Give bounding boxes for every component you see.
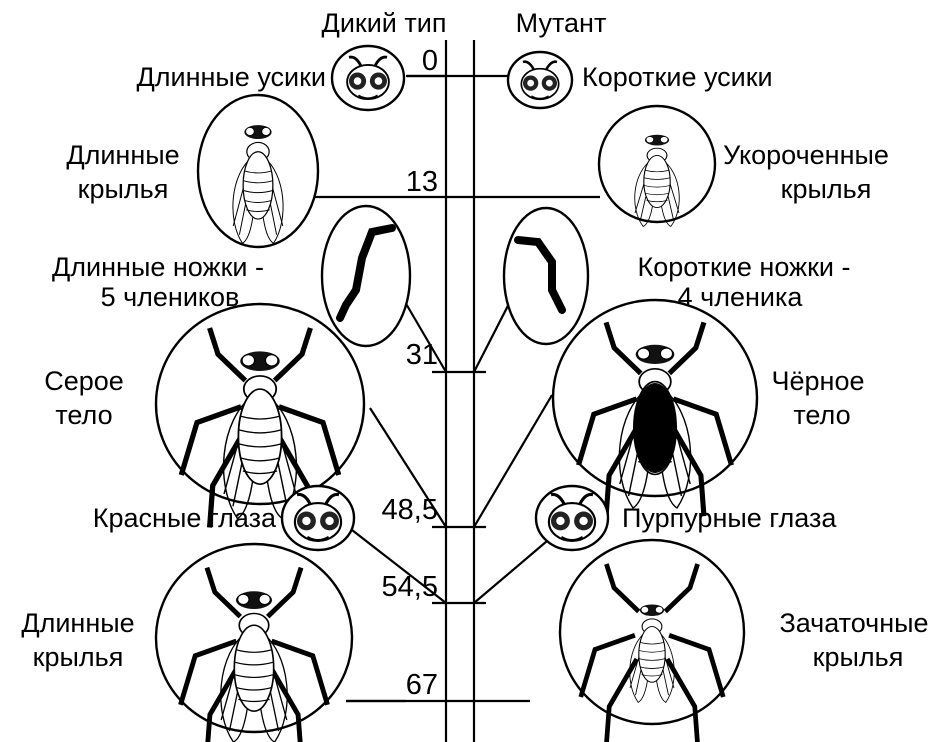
locus-value-31: 31 [406,339,438,371]
mutant-label-31-line2: 4 членика [678,282,804,312]
leg-icon [322,206,410,346]
eyes-head-icon-mutant [536,486,608,550]
mutant-label-13-line1: Укороченные [723,140,889,170]
locus-value-67: 67 [406,669,438,701]
mutant-label-13-line2: крылья [781,174,872,204]
wild-label-31-line1: Длинные ножки - [52,252,264,282]
wild-label-31-line2: 5 члеников [101,282,240,312]
wild-label-67-line2: крылья [33,642,124,672]
wild-label-48-5-line1: Серое [44,366,124,396]
antennae-head-icon-mutant [508,52,572,108]
locus-value-48-5: 48,5 [382,494,438,526]
mutant-label-54-5: Пурпурные глаза [622,503,837,533]
mutant-header: Мутант [516,8,607,38]
leg-icon-mutant [504,208,588,344]
fly-wings-icon [198,95,318,247]
wild-label-13-line1: Длинные [66,140,179,170]
wild-label-0: Длинные усики [136,62,326,92]
locus-value-13: 13 [406,166,438,198]
fly-wings-icon-mutant [599,106,715,227]
fly-wings-icon-2 [156,544,352,742]
wild-label-54-5: Красные глаза [93,503,277,533]
antennae-head-icon [332,46,404,110]
wild-type-header: Дикий тип [322,8,447,38]
chromosome [446,40,474,742]
wild-label-13-line2: крылья [78,174,169,204]
fly-wings-icon-mutant-2 [560,540,744,742]
eyes-head-icon [282,486,354,550]
mutant-label-67-line2: крылья [813,642,904,672]
wild-label-67-line1: Длинные [21,608,134,638]
mutant-label-48-5-line1: Чёрное [772,366,865,396]
mutant-label-67-line1: Зачаточные [779,608,928,638]
mutant-label-48-5-line2: тело [793,400,850,430]
locus-value-0: 0 [422,45,438,77]
wild-label-48-5-line2: тело [55,400,112,430]
locus-value-54-5: 54,5 [382,571,438,603]
fly-body-icon-mutant [553,300,757,516]
connectors [346,76,560,701]
mutant-label-31-line1: Короткие ножки - [637,252,850,282]
mutant-label-0: Короткие усики [582,62,773,92]
